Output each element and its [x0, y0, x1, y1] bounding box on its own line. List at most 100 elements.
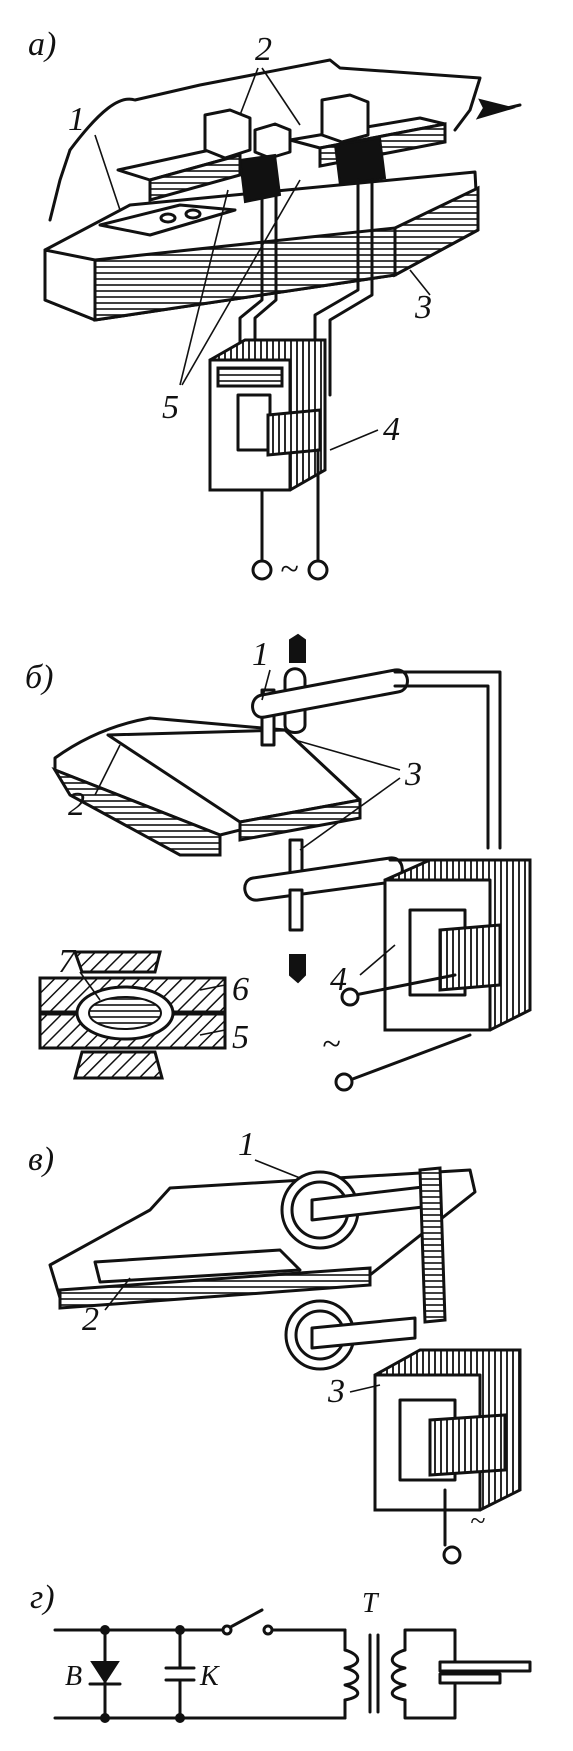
- diode-icon: [90, 1661, 120, 1684]
- callout-a-1: 1: [68, 101, 85, 138]
- callout-b-3: 3: [404, 756, 422, 793]
- secondary-lead-bottom: [403, 1683, 457, 1720]
- weld-nugget-core: [88, 996, 162, 1030]
- press-arrow-down-icon: [289, 633, 306, 663]
- callout-b-1: 1: [252, 636, 269, 673]
- leader-b-4: [359, 944, 396, 976]
- leader-a-4: [329, 429, 379, 451]
- leader-b-2: [94, 744, 121, 796]
- node-dot: [175, 1625, 185, 1635]
- transformer-v-winding: [428, 1413, 507, 1477]
- panel-b-letter: б): [25, 659, 53, 696]
- node-dot: [100, 1625, 110, 1635]
- top-electrode-arm: [251, 668, 409, 719]
- bottom-electrode-holder: [288, 888, 304, 932]
- supply-lead-b1: [353, 973, 457, 997]
- machine-base-left-face: [43, 248, 97, 322]
- panel-a-background-outline: [68, 58, 482, 152]
- bottom-electrode-arm: [243, 856, 404, 902]
- left-workpiece-face: [148, 153, 242, 202]
- terminal-b1-icon: [340, 987, 360, 1007]
- panel-a-letter: а): [28, 26, 56, 63]
- transformer-winding: [266, 408, 322, 457]
- leader-v-2: [104, 1277, 131, 1311]
- panel-a-background-edge: [48, 148, 72, 222]
- secondary-lead-top: [403, 1628, 457, 1664]
- clamp-bolt-icon: [184, 208, 202, 220]
- electrode-clamp-block-left: [203, 108, 252, 160]
- leader-b-6: [199, 984, 226, 991]
- node-dot: [100, 1713, 110, 1723]
- switch-contact-right: [262, 1624, 274, 1636]
- current-pad-right: [333, 136, 387, 187]
- busbar-right-inner: [328, 178, 374, 397]
- panel-a-butt-welding: а): [28, 26, 522, 588]
- panel-v-letter: в): [28, 1141, 54, 1178]
- panel-b-spot-welding: б) ~: [25, 633, 532, 1092]
- supply-lead-b2: [348, 1033, 472, 1082]
- electrode-clamp-block-right: [320, 93, 370, 144]
- clamp-bolt-icon: [159, 212, 177, 224]
- node-dot: [175, 1713, 185, 1723]
- callout-b-6: 6: [232, 971, 249, 1008]
- top-arm-busbar-outer: [393, 670, 502, 850]
- leader-a-2a: [239, 67, 259, 116]
- leader-b-7: [79, 971, 101, 1001]
- callout-a-2: 2: [255, 31, 272, 68]
- busbar-left-inner: [253, 193, 278, 350]
- leader-b-5: [199, 1029, 226, 1036]
- terminal-b2-icon: [334, 1072, 354, 1092]
- machine-base-side-laminated: [393, 185, 480, 278]
- top-arm-busbar-inner: [393, 684, 490, 850]
- leader-b-3b: [299, 777, 401, 851]
- bottom-roller-axle: [310, 1316, 417, 1350]
- seam-sheet-upper: [93, 1248, 302, 1284]
- panel-g-letter: г): [30, 1579, 55, 1616]
- callout-a-5: 5: [162, 389, 179, 426]
- leader-a-5a: [179, 189, 229, 386]
- leader-a-5b: [181, 179, 301, 386]
- transformer-b-winding: [438, 923, 502, 992]
- callout-b-2: 2: [68, 786, 85, 823]
- primary-coil: [343, 1648, 360, 1702]
- diode-label: В: [65, 1661, 82, 1692]
- leader-a-1: [94, 134, 121, 211]
- workpiece-lower: [438, 1672, 502, 1685]
- force-arrow-shaft: [488, 103, 522, 114]
- section-bottom-electrode: [73, 1050, 164, 1080]
- callout-a-3: 3: [414, 289, 432, 326]
- sheet-upper-edge: [238, 798, 362, 842]
- press-arrow-up-icon: [289, 954, 306, 984]
- callout-b-5: 5: [232, 1019, 249, 1056]
- seam-sheet-edge: [58, 1266, 372, 1310]
- leader-b-1: [261, 669, 271, 701]
- electrode-clamp-block-mid: [253, 122, 292, 160]
- switch-contact-left: [221, 1624, 233, 1636]
- leader-v-1: [254, 1159, 301, 1179]
- top-roller-busbar: [418, 1166, 447, 1324]
- current-pad-left: [238, 153, 282, 204]
- leader-v-3: [349, 1384, 381, 1393]
- callout-a-4: 4: [383, 411, 400, 448]
- force-arrow-icon: [475, 98, 516, 120]
- section-top-electrode: [72, 950, 162, 974]
- leader-b-3a: [294, 739, 401, 771]
- callout-b-4: 4: [330, 961, 347, 998]
- terminal-left-icon: [251, 559, 273, 581]
- callout-b-7: 7: [58, 943, 77, 980]
- secondary-coil: [390, 1648, 407, 1702]
- capacitor-label: К: [199, 1661, 220, 1692]
- panel-g-circuit-schematic: г) В К Т: [30, 1579, 532, 1723]
- ac-symbol-v: ~: [470, 1506, 485, 1537]
- callout-v-1: 1: [238, 1126, 255, 1163]
- panel-v-seam-welding: в) ~ 1 2 3: [28, 1126, 522, 1565]
- ac-symbol-b: ~: [322, 1026, 340, 1063]
- callout-v-3: 3: [327, 1373, 345, 1410]
- ac-symbol-a: ~: [280, 551, 298, 588]
- transformer-window: [236, 393, 272, 452]
- leader-a-3: [409, 269, 431, 296]
- transformer-core-stack: [216, 366, 284, 388]
- callout-v-2: 2: [82, 1301, 99, 1338]
- terminal-v-icon: [442, 1545, 462, 1565]
